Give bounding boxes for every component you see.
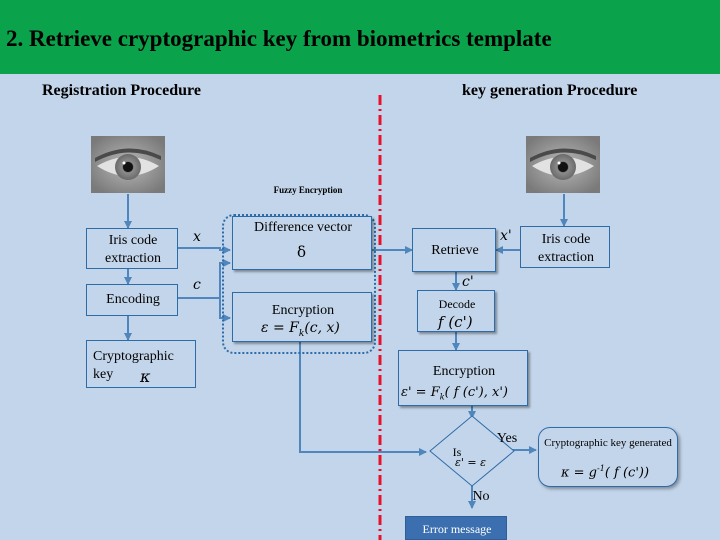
iris-code-box-left: Iris code extraction [86, 228, 178, 269]
cryptographic-key-label: Cryptographic key [93, 349, 174, 382]
delta-symbol: δ [297, 243, 307, 261]
iris-code-label-left: Iris code extraction [105, 233, 161, 266]
c-prime-label: c' [462, 274, 474, 290]
title-bar: 2. Retrieve cryptographic key from biome… [0, 0, 720, 74]
key-generation-title: key generation Procedure [462, 82, 638, 99]
right-eye-image [526, 136, 600, 193]
registration-title: Registration Procedure [42, 82, 201, 99]
c-label: c [193, 277, 201, 293]
retrieve-box: Retrieve [412, 228, 496, 272]
key-generated-box: Cryptographic key generated κ = g-1( f (… [538, 427, 678, 487]
left-eye-image [91, 136, 165, 193]
iris-code-label-right: Iris code extraction [538, 232, 594, 265]
page-title: 2. Retrieve cryptographic key from biome… [6, 26, 552, 51]
iris-code-box-right: Iris code extraction [520, 226, 610, 268]
fuzzy-encryption-label: Encryption [271, 303, 335, 318]
fuzzy-encryption-formula: ε = Fk(c, x) [261, 320, 340, 339]
decode-label: Decode [438, 297, 476, 311]
error-message-label: Error message [422, 522, 492, 536]
decision-is-label: Is [452, 445, 462, 459]
key-encryption-formula: ε' = Fk( f (c'), x') [401, 385, 508, 402]
retrieve-label: Retrieve [431, 243, 479, 258]
cryptographic-key-box: Cryptographic key κ [86, 340, 196, 388]
fuzzy-encryption-title: Fuzzy Encryption [273, 185, 343, 195]
decode-box: Decode f (c') [417, 290, 495, 332]
yes-label: Yes [496, 431, 518, 446]
key-encryption-box: Encryption ε' = Fk( f (c'), x') [398, 350, 528, 406]
difference-vector-box: Difference vector δ [232, 216, 372, 270]
fuzzy-encryption-box: Encryption ε = Fk(c, x) [232, 292, 372, 342]
x-prime-label: x' [500, 228, 512, 244]
decision-diamond [429, 415, 515, 487]
key-generated-label: Cryptographic key generated [544, 437, 672, 449]
key-generated-formula: κ = g-1( f (c')) [561, 464, 650, 481]
decision-formula: ε' = ε [455, 456, 487, 469]
kappa-symbol: κ [140, 367, 151, 386]
decode-formula: f (c') [438, 313, 473, 331]
key-encryption-label: Encryption [432, 364, 496, 379]
error-message-box: Error message [405, 516, 507, 540]
encoding-label: Encoding [106, 292, 160, 307]
fuzzy-encryption-group [222, 214, 376, 354]
no-label: No [472, 489, 490, 504]
difference-vector-label: Difference vector [253, 220, 353, 235]
encoding-box: Encoding [86, 284, 178, 316]
x-label: x [193, 229, 201, 245]
